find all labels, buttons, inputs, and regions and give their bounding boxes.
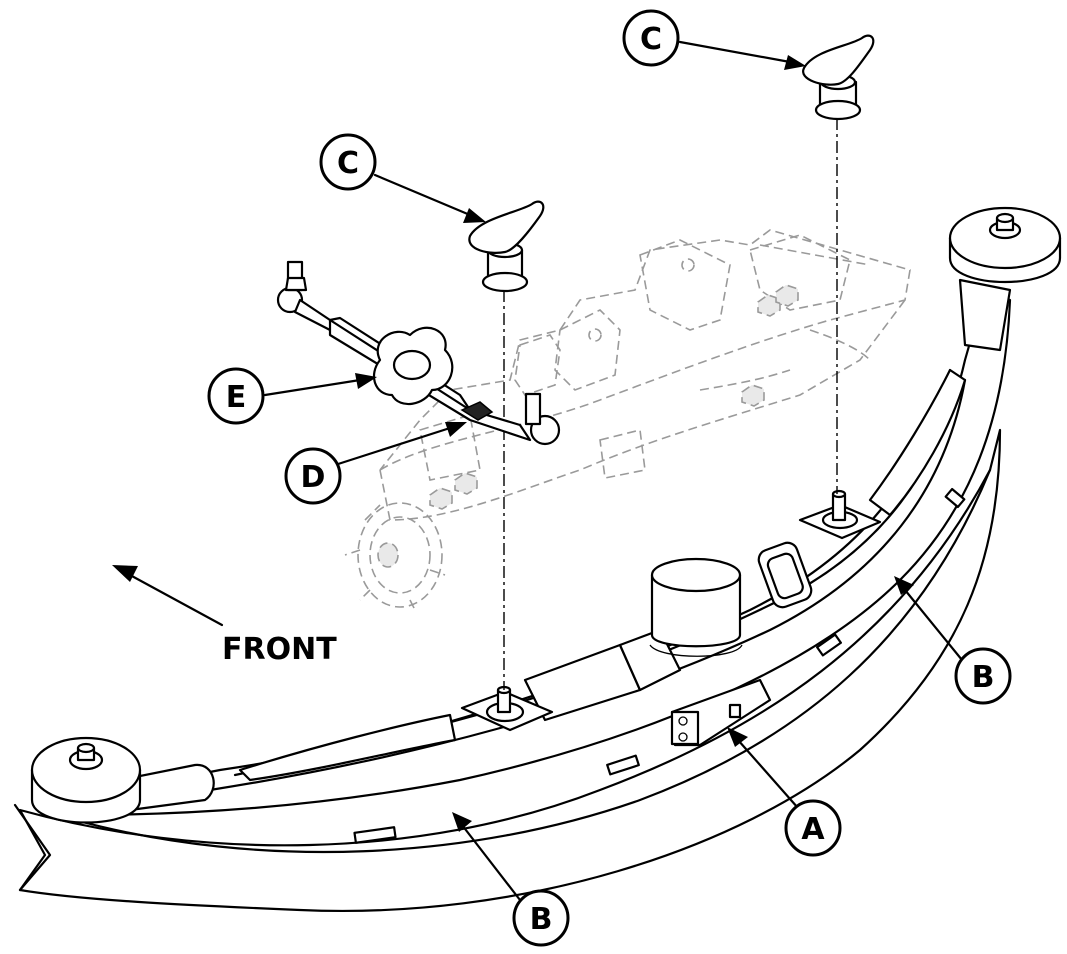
label-c-top: C xyxy=(640,22,662,57)
t-knob-right xyxy=(802,34,875,121)
end-wheel-right xyxy=(948,206,1062,284)
vacuum-port xyxy=(649,557,743,657)
t-knob-left xyxy=(468,200,545,293)
front-label: FRONT xyxy=(222,632,337,667)
label-c-left: C xyxy=(337,146,359,181)
callout-c-top: C xyxy=(622,9,680,67)
label-d: D xyxy=(301,460,326,495)
callout-b-bottom: B xyxy=(512,889,570,947)
label-a: A xyxy=(801,812,825,847)
blade-clips xyxy=(353,487,966,844)
pin-mount-right xyxy=(798,489,882,540)
leader-arrows xyxy=(112,40,964,902)
squeegee-body xyxy=(13,278,1012,912)
callout-d: D xyxy=(284,447,342,505)
ghost-mount-bracket xyxy=(344,229,911,611)
label-b-bottom: B xyxy=(530,902,553,937)
callout-c-left: C xyxy=(319,133,377,191)
latch-a xyxy=(670,678,772,747)
callout-b-right: B xyxy=(954,647,1012,705)
label-b-right: B xyxy=(972,660,995,695)
label-e: E xyxy=(226,380,247,415)
adjustment-linkage xyxy=(276,260,561,446)
callout-e: E xyxy=(207,367,265,425)
callout-a: A xyxy=(784,799,842,857)
end-wheel-left xyxy=(30,736,142,824)
